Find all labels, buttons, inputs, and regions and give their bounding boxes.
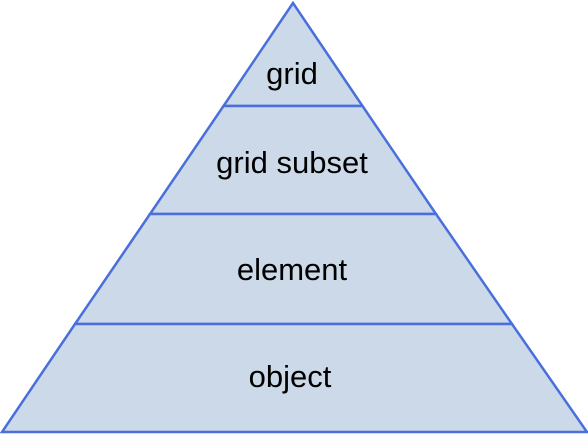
tier-label-element: element	[237, 252, 348, 287]
tier-label-grid: grid	[266, 56, 318, 91]
tier-label-object: object	[249, 359, 332, 394]
pyramid-tier-4-object	[0, 322, 588, 434]
tier-label-grid-subset: grid subset	[216, 145, 368, 180]
